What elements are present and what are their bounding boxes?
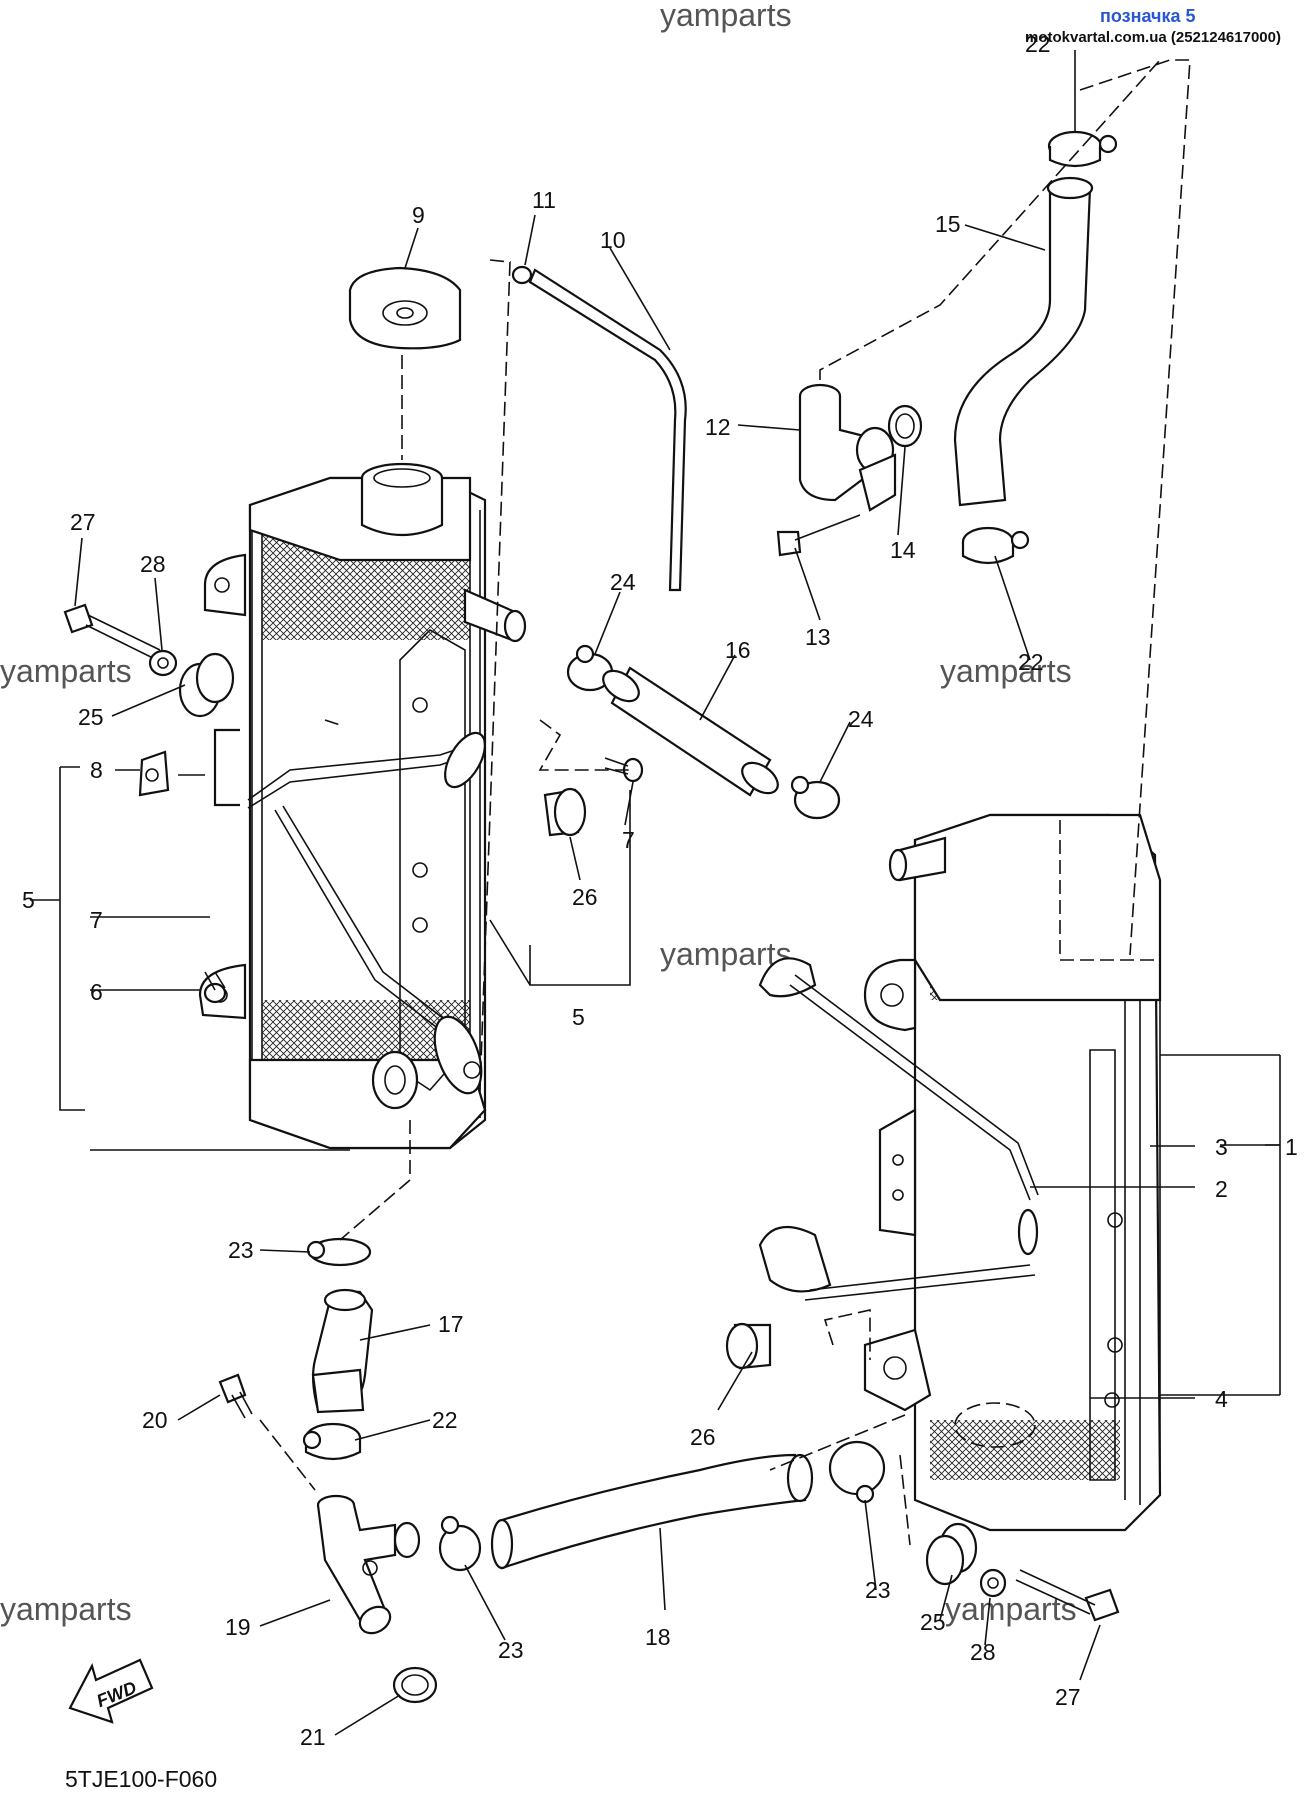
label-part-5-left: 5 xyxy=(22,887,35,913)
breather-hose-10 xyxy=(528,268,687,592)
label-part-1: 1 xyxy=(1285,1134,1298,1160)
bolt-13 xyxy=(776,514,861,557)
label-part-20: 20 xyxy=(142,1407,168,1433)
label-part-26-lower: 26 xyxy=(690,1424,716,1450)
hose-clamp-24-lower xyxy=(790,775,841,820)
joint-pipe-19 xyxy=(316,1494,421,1635)
label-part-2: 2 xyxy=(1215,1176,1228,1202)
washer-28-left xyxy=(148,649,178,677)
label-part-12: 12 xyxy=(705,414,731,440)
grommet-25-left xyxy=(178,652,235,718)
hose-clamp-23-mid xyxy=(438,1515,482,1572)
diagram-code: 5TJE100-F060 xyxy=(65,1766,217,1792)
label-part-22-top: 22 xyxy=(1025,31,1051,57)
collar-26-lower xyxy=(725,1322,772,1370)
label-part-28-right: 28 xyxy=(970,1639,996,1665)
grommet-25-right xyxy=(925,1522,978,1586)
radiator-cap-9 xyxy=(348,266,462,350)
hose-clamp-24-upper xyxy=(566,644,614,692)
o-ring-21 xyxy=(392,1666,438,1704)
label-part-16: 16 xyxy=(725,637,751,663)
watermark-left-mid: yamparts xyxy=(0,653,132,689)
hose-clip-11 xyxy=(511,265,533,285)
watermark-center: yamparts xyxy=(660,936,792,972)
fwd-arrow-icon: FWD xyxy=(68,1658,154,1724)
bolt-7-lower xyxy=(203,971,227,1004)
label-part-13: 13 xyxy=(805,624,831,650)
label-part-6: 6 xyxy=(90,979,103,1005)
part-labels: 1 2 3 4 5 5 6 7 7 8 9 10 11 12 13 14 15 … xyxy=(22,31,1298,1750)
watermark-right-bottom: yamparts xyxy=(945,1591,1077,1627)
label-part-5-mid: 5 xyxy=(572,1004,585,1030)
watermark-right-mid: yamparts xyxy=(940,653,1072,689)
o-ring-14 xyxy=(887,404,923,448)
label-part-17: 17 xyxy=(438,1311,464,1337)
label-part-25-left: 25 xyxy=(78,704,104,730)
header-badge: позначка 5 xyxy=(1100,6,1196,26)
label-part-23-upper: 23 xyxy=(228,1237,254,1263)
dashed-connectors xyxy=(259,59,1191,1546)
leader-lines xyxy=(30,50,1281,1736)
header-source: motokvartal.com.ua (252124617000) xyxy=(1025,29,1281,46)
label-part-24-upper: 24 xyxy=(610,569,636,595)
label-part-22-mid: 22 xyxy=(1018,649,1044,675)
label-part-4: 4 xyxy=(1215,1386,1228,1412)
bolt-20 xyxy=(218,1373,253,1419)
label-part-11: 11 xyxy=(532,187,556,213)
collar-26-upper xyxy=(543,787,587,837)
watermark-top: yamparts xyxy=(660,0,792,33)
label-part-14: 14 xyxy=(890,537,916,563)
hose-clamp-23-upper xyxy=(306,1237,372,1267)
bolt-27-right xyxy=(1015,1569,1120,1622)
label-part-7-mid: 7 xyxy=(622,827,635,853)
label-part-27-left: 27 xyxy=(70,509,96,535)
label-part-26-upper: 26 xyxy=(572,884,598,910)
label-part-22-low: 22 xyxy=(432,1407,458,1433)
label-part-23-mid: 23 xyxy=(498,1637,524,1663)
label-part-28-left: 28 xyxy=(140,551,166,577)
hose-clamp-22-top xyxy=(1047,130,1118,168)
hose-17 xyxy=(311,1288,374,1414)
label-part-10: 10 xyxy=(600,227,626,253)
label-part-8: 8 xyxy=(90,757,103,783)
label-part-23-right: 23 xyxy=(865,1577,891,1603)
hose-15 xyxy=(953,186,1092,507)
washer-28-right xyxy=(979,1568,1007,1598)
nut-clip-8 xyxy=(138,750,170,797)
label-part-9: 9 xyxy=(412,202,425,228)
hose-16 xyxy=(602,666,779,797)
watermark-left-bottom: yamparts xyxy=(0,1591,132,1627)
label-part-24-lower: 24 xyxy=(848,706,874,732)
hose-clamp-22-mid xyxy=(961,526,1030,565)
hose-clamp-22-low xyxy=(302,1422,362,1461)
label-part-21: 21 xyxy=(300,1724,326,1750)
label-part-19: 19 xyxy=(225,1614,251,1640)
left-radiator xyxy=(198,462,527,1150)
hose-clamp-23-right xyxy=(828,1440,886,1504)
right-radiator xyxy=(758,813,1162,1532)
label-part-15: 15 xyxy=(935,211,961,237)
label-part-3: 3 xyxy=(1215,1134,1228,1160)
label-part-25-right: 25 xyxy=(920,1609,946,1635)
bolt-27-left xyxy=(63,603,161,661)
label-part-27-right: 27 xyxy=(1055,1684,1081,1710)
hose-18 xyxy=(490,1453,814,1570)
label-part-7-left: 7 xyxy=(90,907,103,933)
pipe-elbow-12 xyxy=(798,383,897,512)
label-part-18: 18 xyxy=(645,1624,671,1650)
